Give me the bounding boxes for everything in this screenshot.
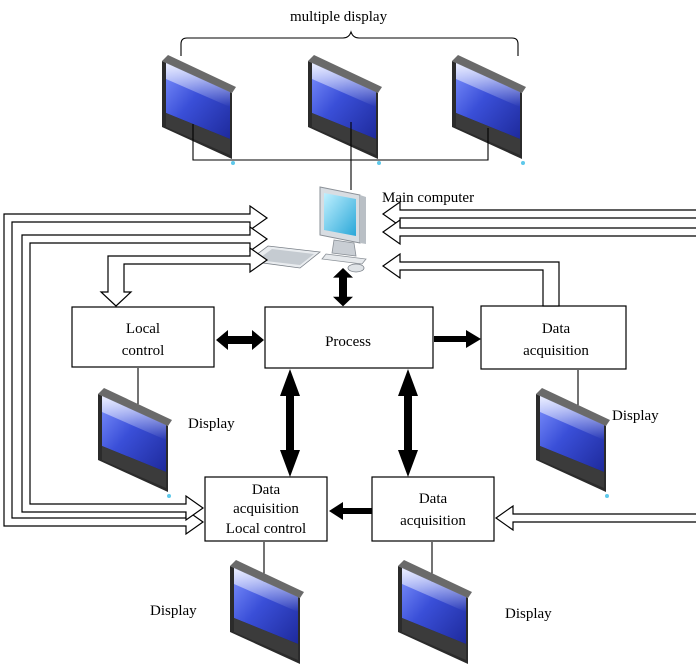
top-right-monitor-icon [452,55,526,165]
bottom-left-monitor-icon [230,560,304,665]
top-monitors-connector [192,124,489,161]
left-outer-feedback-arrow [3,204,269,536]
right-outer-feedback-arrow-bottom [494,504,696,532]
data-acquisition-bottom-line1: Data [419,491,448,507]
process-label: Process [325,334,371,350]
main-computer-icon [246,186,367,273]
data-acquisition-right-line2: acquisition [523,343,589,359]
left-inner-feedback-arrow [21,225,269,522]
top-left-monitor-icon [162,55,236,165]
data-acquisition-to-computer-arrow [381,252,560,307]
data-acquisition-local-control-box [204,476,328,542]
top-center-monitor-icon [308,55,382,165]
process-to-data-acquisition-arrow [434,330,481,348]
local-control-box [71,306,215,368]
data-acquisition-right-box [480,305,627,370]
right-outer-feedback-arrow-top [381,200,696,228]
data-acquisition-monitor-icon [536,388,610,498]
bottom-right-monitor-icon [398,560,472,665]
data-acquisition-bottom-line2: acquisition [400,513,466,529]
display-label-right-mid: Display [612,408,659,424]
local-control-process-double-arrow [216,330,264,350]
data-acquisition-bottom-box [371,476,495,542]
multiple-display-brace [180,30,519,56]
data-acquisition-right-line1: Data [542,321,571,337]
bottom-to-local-arrow [329,502,372,520]
local-control-line2: control [122,343,165,359]
data-acq-local-line2: acquisition [233,501,299,517]
right-inner-feedback-arrow-top [381,218,696,246]
main-computer-label: Main computer [382,190,474,206]
process-box [264,306,434,369]
multiple-display-label: multiple display [290,9,388,25]
process-data-acq-local-double-arrow [280,369,300,477]
computer-to-local-control-arrow [99,246,269,307]
process-data-acq-bottom-double-arrow [398,369,418,477]
display-label-bottom-right: Display [505,606,552,622]
display-label-bottom-left: Display [150,603,197,619]
local-control-line1: Local [126,321,160,337]
data-acq-local-line3: Local control [226,521,306,537]
computer-process-double-arrow [333,268,353,307]
local-control-monitor-icon [98,388,172,498]
display-label-left-mid: Display [188,416,235,432]
data-acq-local-line1: Data [252,482,281,498]
